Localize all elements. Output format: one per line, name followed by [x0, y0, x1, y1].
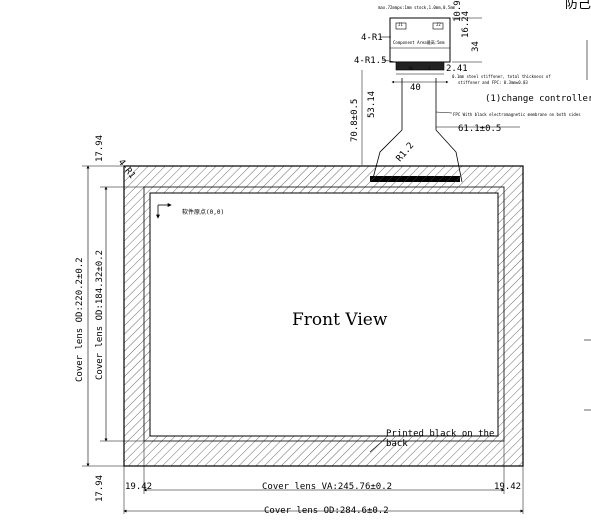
connector-label-j2: J2 [436, 22, 441, 27]
dim-10-9: 10.9 [453, 0, 463, 22]
top-small-note: max.72mmpx:1mm stock,1.0mm,0.5mm [378, 5, 456, 10]
pin-label-70: 70 [408, 66, 413, 71]
dim-4-r1-top: 4-R1 [361, 33, 383, 43]
dim-19-42-right: 19.42 [494, 482, 521, 492]
dim-17-94-top: 17.94 [95, 135, 105, 162]
dim-70-8: 70.8±0.5 [350, 99, 360, 142]
controller-note: (1)change controller [485, 94, 591, 104]
controller-board [389, 17, 451, 75]
dim-34: 34 [471, 41, 481, 52]
dim-16-24: 16.24 [461, 11, 471, 38]
cover-lens-outline [123, 165, 524, 467]
dim-od-height: Cover lens OD:220.2±0.2 [75, 257, 85, 382]
component-area-note: Component Area最高:5mm [393, 39, 445, 45]
dim-40: 40 [410, 83, 421, 93]
steel-note-line2: stiffener and FPC: 0.3mm±0.03 [458, 80, 528, 85]
dim-od-width: Cover lens OD:284.6±0.2 [264, 506, 389, 516]
fpc-note: FPC With black electromagnetic membrane … [453, 112, 581, 117]
dim-od-height-inner: Cover lens OD:184.32±0.2 [95, 250, 105, 380]
dim-53-14: 53.14 [367, 91, 377, 118]
dim-19-42-left: 19.42 [125, 482, 152, 492]
origin-marker [156, 203, 172, 219]
printed-black-note-line1: Printed black on the [386, 429, 494, 439]
steel-note-line1: 0.1mm steel stiffener, total thickness o… [452, 74, 551, 79]
dim-va-width: Cover lens VA:245.76±0.2 [262, 482, 392, 492]
dim-r1-2: R1.2 [395, 141, 417, 164]
dim-4-r1-5: 4-R1.5 [354, 56, 387, 66]
dim-61-1: 61.1±0.5 [458, 124, 501, 134]
dim-2-41: 2.41 [446, 64, 468, 74]
pin-label-1: 1 [428, 66, 431, 71]
connector-label-j1: J1 [398, 22, 403, 27]
corner-text: 防己 [565, 0, 591, 12]
printed-black-note-line2: back [386, 439, 408, 449]
front-view-title: Front View [292, 310, 388, 330]
origin-note: 软件原点(0,0) [182, 208, 224, 216]
dim-17-94-bottom: 17.94 [95, 475, 105, 502]
